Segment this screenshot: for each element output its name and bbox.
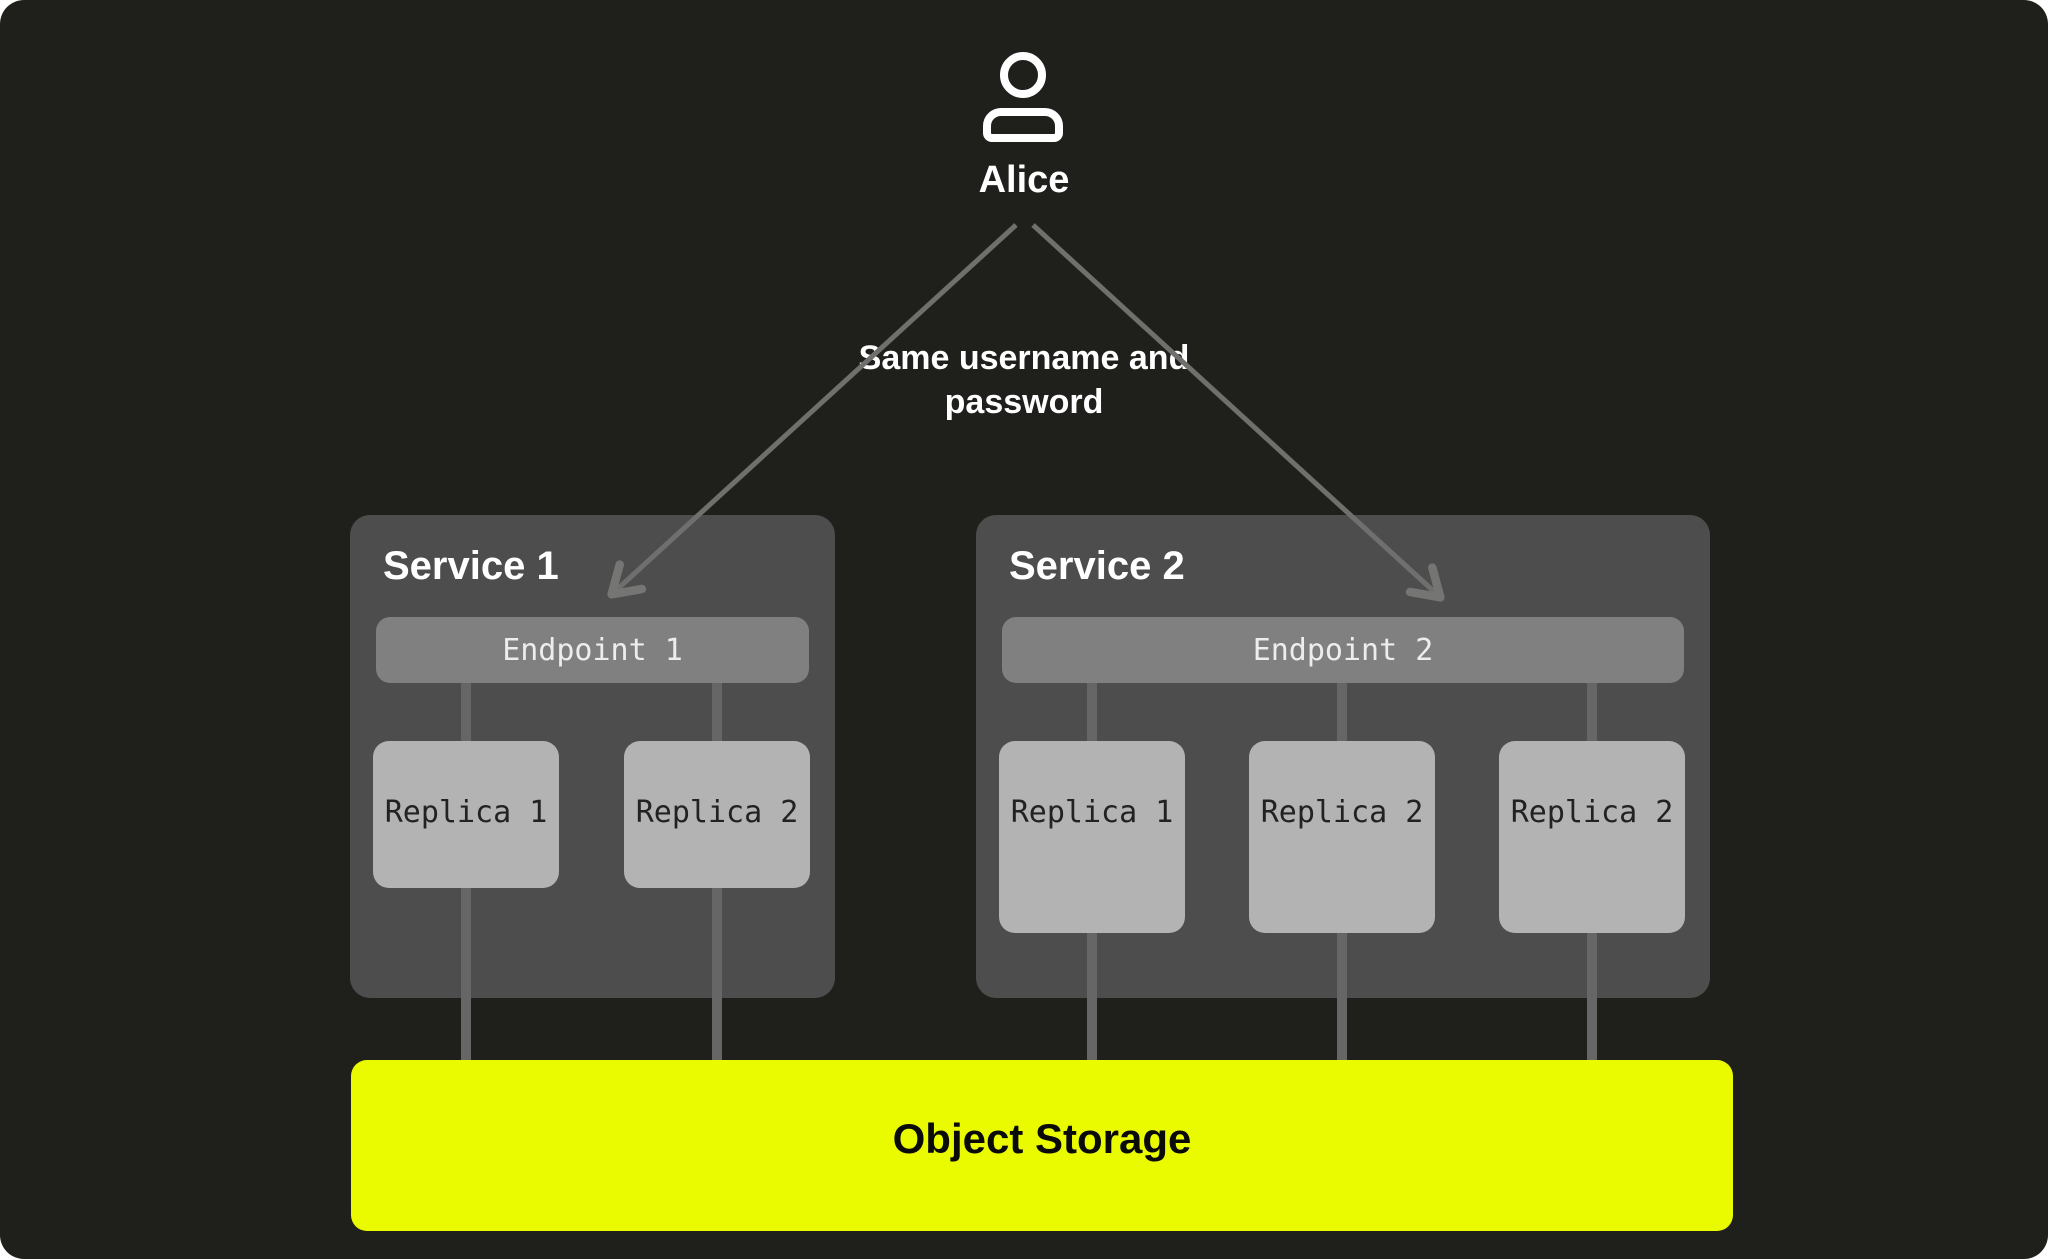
replica-box: Replica 2 <box>1499 741 1685 933</box>
annotation-text: Same username and password <box>858 339 1190 421</box>
replica-box: Replica 2 <box>624 741 810 888</box>
user-label: Alice <box>978 159 1070 201</box>
person-icon-head <box>1000 52 1046 98</box>
person-icon-body <box>983 108 1063 142</box>
endpoint-2-bar: Endpoint 2 <box>1002 617 1684 683</box>
replica-box: Replica 2 <box>1249 741 1435 933</box>
replica-box: Replica 1 <box>999 741 1185 933</box>
object-storage-bar: Object Storage <box>351 1060 1733 1231</box>
replica-box: Replica 1 <box>373 741 559 888</box>
endpoint-1-bar: Endpoint 1 <box>376 617 809 683</box>
service-1-title: Service 1 <box>383 544 559 588</box>
service-2-title: Service 2 <box>1009 544 1185 588</box>
person-icon <box>983 52 1063 142</box>
